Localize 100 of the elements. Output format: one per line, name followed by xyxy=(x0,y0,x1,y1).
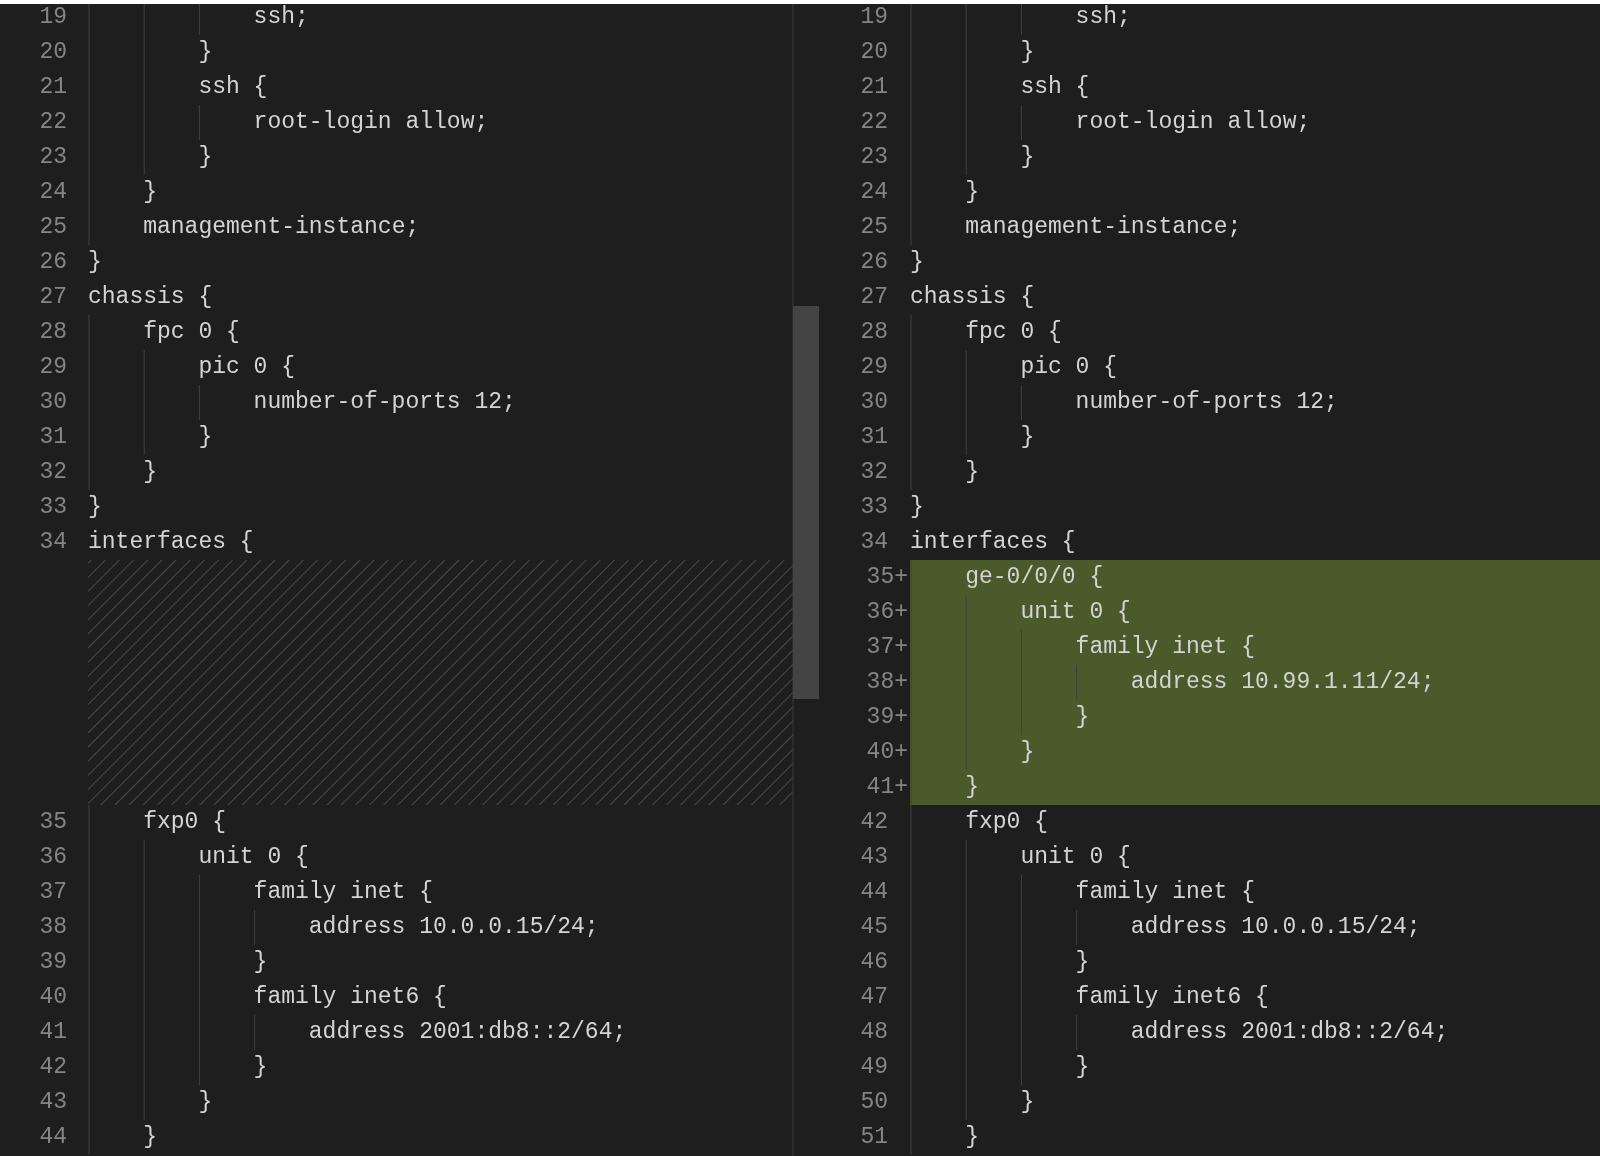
line-number: 45 xyxy=(859,913,888,942)
line-number: 36 xyxy=(38,843,67,872)
line-number: 32 xyxy=(38,458,67,487)
line-number: 42 xyxy=(859,808,888,837)
line-number: 29 xyxy=(859,353,888,382)
line-number: 24 xyxy=(859,178,888,207)
code-line: address 10.0.0.15/24; xyxy=(1130,913,1421,942)
code-line: ssh; xyxy=(1075,3,1131,32)
code-line: fxp0 { xyxy=(965,808,1048,837)
line-number: 35 xyxy=(38,808,67,837)
code-line: } xyxy=(910,248,924,277)
line-number: 31 xyxy=(859,423,888,452)
code-line: unit 0 { xyxy=(1020,598,1131,627)
line-number: 43 xyxy=(38,1088,67,1117)
line-number: 34 xyxy=(859,528,888,557)
code-line: pic 0 { xyxy=(1020,353,1117,382)
line-number: 39 xyxy=(38,948,67,977)
line-number: 27 xyxy=(38,283,67,312)
line-number: 21 xyxy=(859,73,888,102)
line-number: 48 xyxy=(859,1018,888,1047)
code-line: family inet6 { xyxy=(253,983,447,1012)
code-line: } xyxy=(1020,423,1035,452)
line-number: 19 xyxy=(38,3,67,32)
code-line: family inet6 { xyxy=(1075,983,1269,1012)
code-line: } xyxy=(198,1088,213,1117)
code-line: } xyxy=(143,458,157,487)
line-number: 33 xyxy=(38,493,67,522)
code-line: chassis { xyxy=(88,283,213,312)
code-line: } xyxy=(198,143,213,172)
code-line: fxp0 { xyxy=(143,808,226,837)
code-line: family inet { xyxy=(253,878,434,907)
code-line: } xyxy=(965,458,979,487)
line-number: 41+ xyxy=(865,773,908,802)
code-line: fpc 0 { xyxy=(143,318,240,347)
line-number: 34 xyxy=(38,528,67,557)
line-number: 25 xyxy=(38,213,67,242)
line-number: 35+ xyxy=(865,563,908,592)
line-number: 38+ xyxy=(865,668,908,697)
code-line: unit 0 { xyxy=(198,843,309,872)
code-line: } xyxy=(88,493,102,522)
line-number: 44 xyxy=(38,1123,67,1152)
line-number: 25 xyxy=(859,213,888,242)
line-number: 50 xyxy=(859,1088,888,1117)
code-line: } xyxy=(1020,738,1035,767)
code-line: } xyxy=(910,493,924,522)
code-line: number-of-ports 12; xyxy=(253,388,516,417)
code-line: } xyxy=(143,178,157,207)
code-line: chassis { xyxy=(910,283,1035,312)
line-number: 28 xyxy=(859,318,888,347)
code-line: } xyxy=(1075,948,1090,977)
line-number: 28 xyxy=(38,318,67,347)
line-number: 37+ xyxy=(865,633,908,662)
line-number: 20 xyxy=(859,38,888,67)
code-line: } xyxy=(253,948,268,977)
line-number: 26 xyxy=(859,248,888,277)
code-line: } xyxy=(1075,703,1090,732)
code-line: ge-0/0/0 { xyxy=(965,563,1104,592)
code-line: family inet { xyxy=(1075,633,1256,662)
code-line: ssh; xyxy=(253,3,309,32)
line-number: 24 xyxy=(38,178,67,207)
code-line: address 10.99.1.11/24; xyxy=(1130,668,1435,697)
line-number: 49 xyxy=(859,1053,888,1082)
line-number: 27 xyxy=(859,283,888,312)
line-number: 33 xyxy=(859,493,888,522)
line-number: 40 xyxy=(38,983,67,1012)
code-line: root-login allow; xyxy=(253,108,489,137)
line-number: 23 xyxy=(859,143,888,172)
code-line: } xyxy=(198,38,213,67)
line-number: 30 xyxy=(859,388,888,417)
code-line: } xyxy=(965,1123,979,1152)
line-number: 19 xyxy=(859,3,888,32)
code-line: } xyxy=(1020,143,1035,172)
line-number: 26 xyxy=(38,248,67,277)
code-line: } xyxy=(143,1123,157,1152)
code-line: } xyxy=(253,1053,268,1082)
code-line: unit 0 { xyxy=(1020,843,1131,872)
code-line: } xyxy=(965,178,979,207)
line-number: 30 xyxy=(38,388,67,417)
code-line: } xyxy=(88,248,102,277)
code-line: } xyxy=(1020,1088,1035,1117)
line-number: 36+ xyxy=(865,598,908,627)
line-number: 21 xyxy=(38,73,67,102)
line-number: 20 xyxy=(38,38,67,67)
code-line: ssh { xyxy=(198,73,268,102)
line-number: 42 xyxy=(38,1053,67,1082)
code-line: interfaces { xyxy=(88,528,254,557)
code-line: } xyxy=(1075,1053,1090,1082)
code-line: address 10.0.0.15/24; xyxy=(308,913,599,942)
line-number: 40+ xyxy=(865,738,908,767)
line-number: 37 xyxy=(38,878,67,907)
code-line: } xyxy=(198,423,213,452)
line-number: 46 xyxy=(859,948,888,977)
line-number: 43 xyxy=(859,843,888,872)
line-number: 32 xyxy=(859,458,888,487)
code-line: address 2001:db8::2/64; xyxy=(1130,1018,1449,1047)
line-number: 41 xyxy=(38,1018,67,1047)
line-number: 23 xyxy=(38,143,67,172)
code-line: ssh { xyxy=(1020,73,1090,102)
code-line: management-instance; xyxy=(965,213,1242,242)
code-line: number-of-ports 12; xyxy=(1075,388,1338,417)
